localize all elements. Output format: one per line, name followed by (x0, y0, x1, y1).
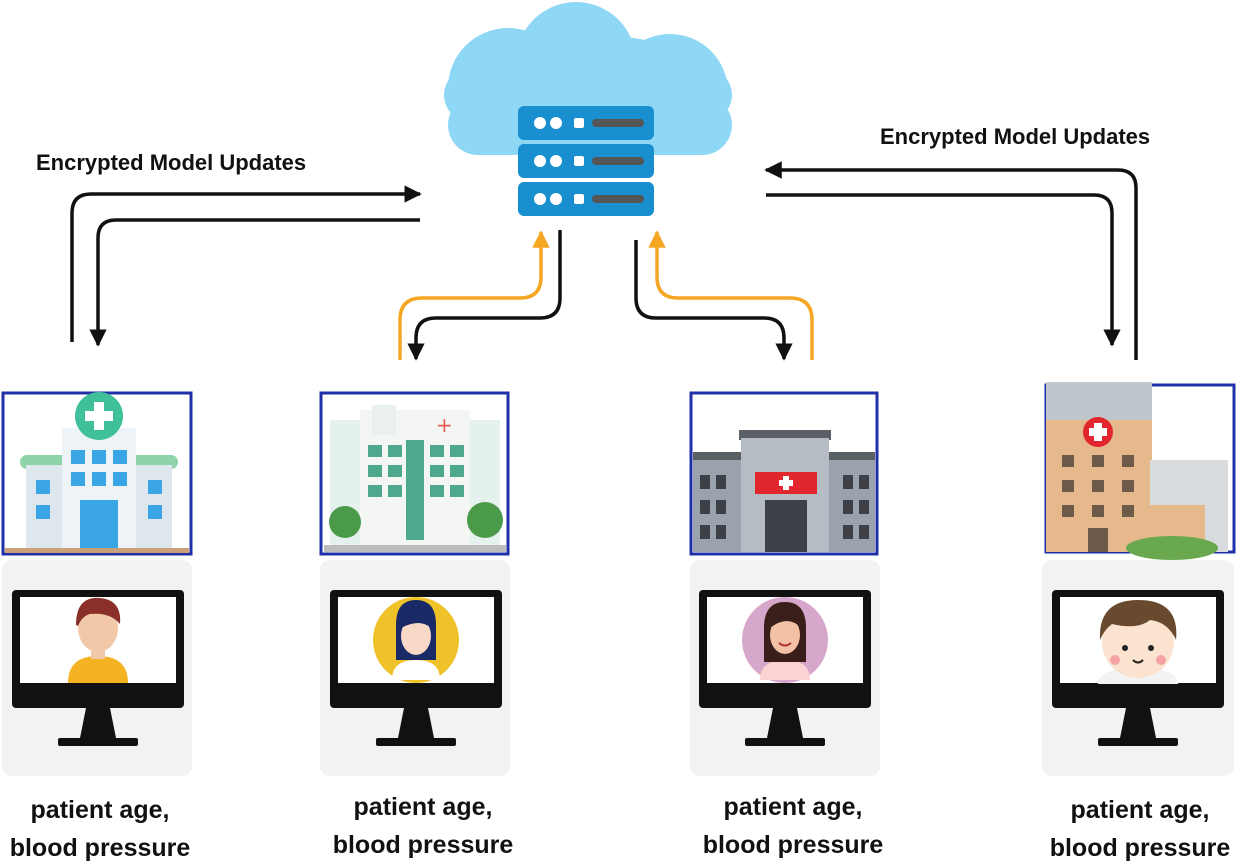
hospital-icon (1044, 382, 1236, 560)
client-caption-4: patient age, blood pressure (1020, 791, 1250, 867)
patient-avatar-icon (742, 597, 828, 683)
arrow-client2-to-server (398, 230, 550, 360)
client-caption-2: patient age, blood pressure (303, 788, 543, 864)
arrow-client3-to-server (648, 230, 814, 360)
caption-line-2: blood pressure (332, 831, 514, 859)
arrow-server-to-client2 (407, 230, 562, 361)
arrow-server-to-client3 (634, 240, 793, 361)
client-caption-3: patient age, blood pressure (673, 788, 913, 864)
arrow-client1-to-server (70, 185, 422, 342)
caption-line-1: patient age, (1070, 796, 1210, 824)
arrow-client4-to-server (764, 161, 1138, 360)
caption-line-2: blood pressure (1049, 834, 1231, 862)
arrow-server-to-client4 (766, 193, 1121, 347)
left-updates-label: Encrypted Model Updates (36, 150, 307, 175)
client-caption-1: patient age, blood pressure (0, 791, 220, 867)
patient-avatar-icon (1098, 600, 1178, 684)
arrow-server-to-client1 (89, 218, 420, 347)
caption-line-1: patient age, (353, 793, 493, 821)
right-updates-label: Encrypted Model Updates (880, 124, 1151, 149)
server-icon (518, 106, 654, 216)
caption-line-1: patient age, (30, 796, 170, 824)
patient-avatar-icon (68, 597, 128, 683)
caption-line-1: patient age, (723, 793, 863, 821)
svg-text:+: + (436, 413, 453, 437)
caption-line-2: blood pressure (9, 834, 191, 862)
hospital-icon (689, 391, 879, 556)
hospital-icon: + (319, 391, 510, 556)
hospital-icon (1, 391, 193, 556)
patient-avatar-icon (373, 597, 459, 683)
caption-line-2: blood pressure (702, 831, 884, 859)
